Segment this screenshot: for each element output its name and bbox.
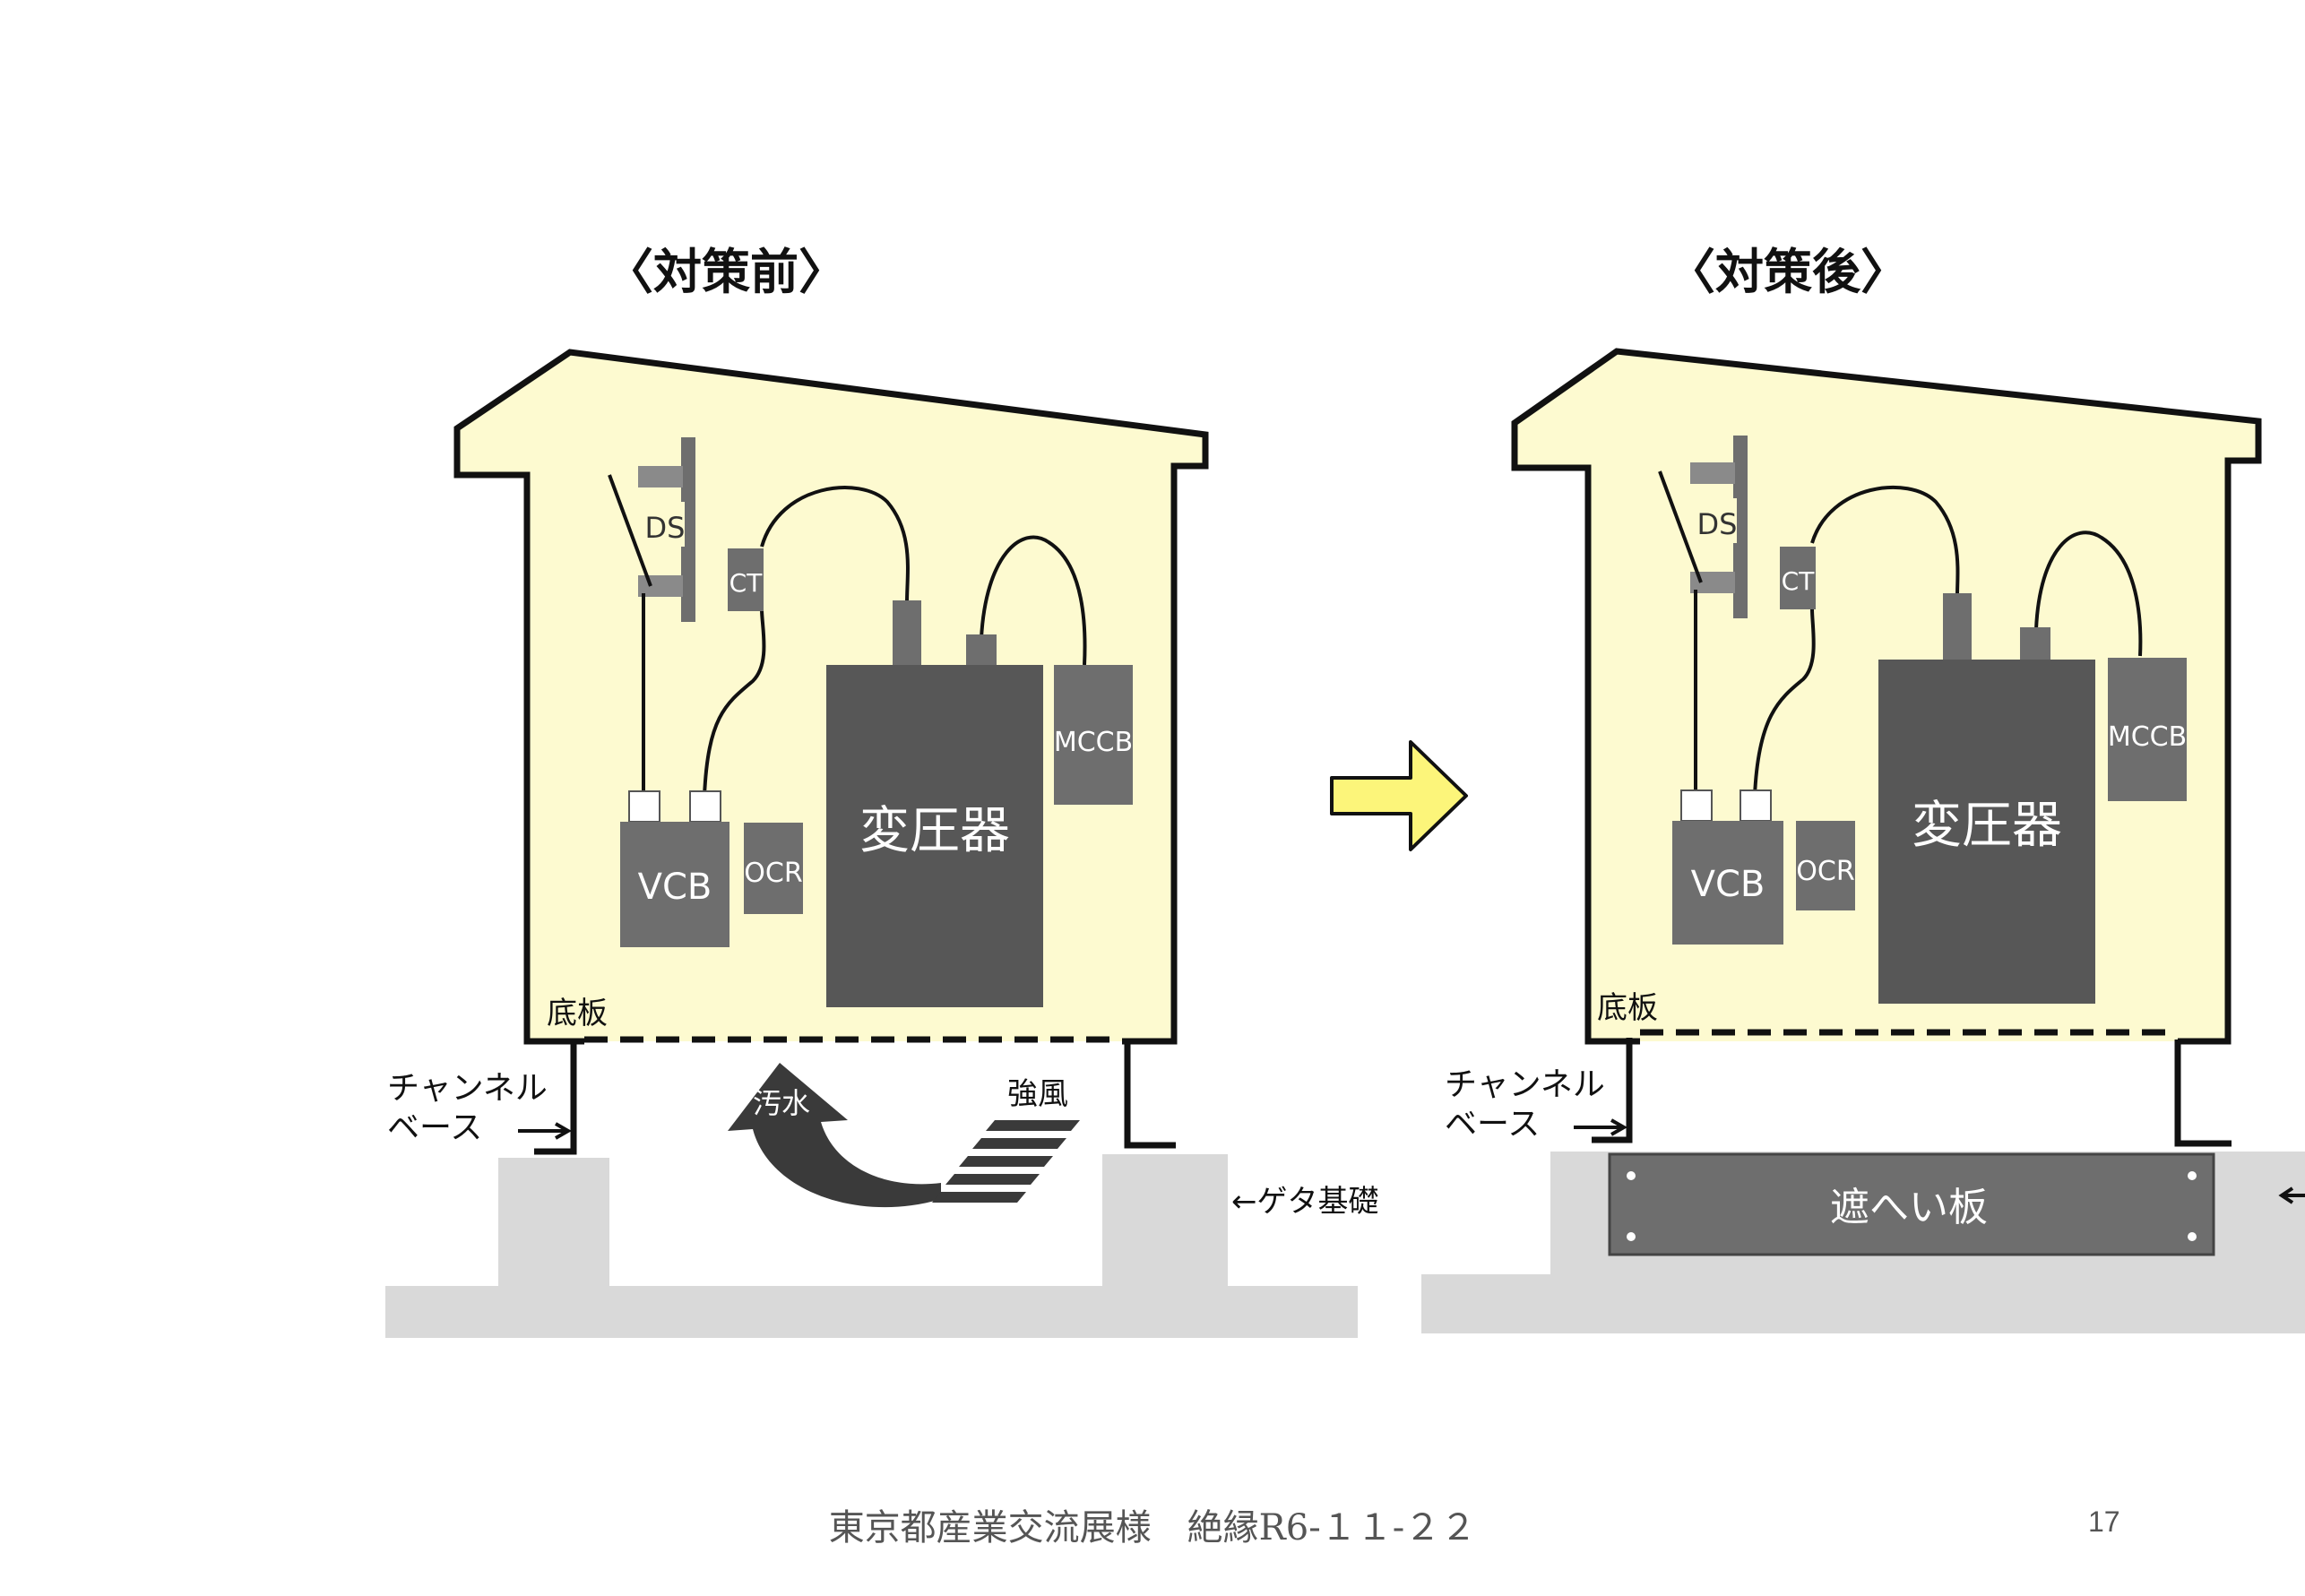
before-ds-blade bbox=[608, 474, 652, 587]
before-vcb-label: VCB bbox=[638, 867, 712, 908]
before-mccb-box bbox=[1054, 665, 1133, 805]
before-ocr-label: OCR bbox=[744, 858, 802, 889]
before-transformer-bushing-1 bbox=[893, 600, 921, 665]
before-channel-base-left bbox=[534, 1044, 577, 1155]
after-wire-transformer-mccb bbox=[2034, 531, 2143, 657]
before-ct-label: CT bbox=[729, 568, 764, 598]
before-vcb-terminal-2 bbox=[689, 790, 721, 823]
after-mccb-box bbox=[2108, 658, 2187, 801]
after-diagram: 〈対策後〉 遮へい板 DS CT VCB OCR bbox=[1421, 244, 2305, 1333]
before-wire-ct-transformer bbox=[760, 486, 910, 603]
after-ds-label: DS bbox=[1697, 507, 1738, 541]
before-vcb-box bbox=[620, 822, 729, 947]
before-ocr-box bbox=[744, 823, 803, 914]
before-channel-base-label-2: ベース bbox=[387, 1109, 482, 1146]
before-transformer-label: 変圧器 bbox=[859, 802, 1010, 860]
before-foundation-left bbox=[498, 1158, 609, 1288]
after-shield-plate-label: 遮へい板 bbox=[1830, 1185, 1988, 1230]
after-vcb-terminal-1 bbox=[1680, 789, 1713, 822]
after-transformer-bushing-2 bbox=[2020, 627, 2050, 660]
footer-text: 東京都産業交流展様 絶縁R6-１１-２２ bbox=[828, 1507, 1477, 1549]
after-ground bbox=[1421, 1274, 2305, 1333]
before-title: 〈対策前〉 bbox=[605, 244, 847, 300]
after-floor-plate-label: 底板 bbox=[1597, 990, 1658, 1026]
before-channel-base-right bbox=[1124, 1044, 1176, 1149]
after-wire-ct-transformer bbox=[1810, 485, 1960, 596]
before-diagram: 〈対策前〉 DS CT VCB OCR 変 bbox=[385, 244, 1379, 1338]
after-mccb-label: MCCB bbox=[2108, 721, 2187, 753]
after-transformer-bushing-1 bbox=[1943, 593, 1972, 660]
after-shield-bolt-2 bbox=[2188, 1171, 2197, 1180]
after-shield-bolt-3 bbox=[1627, 1232, 1636, 1241]
after-ct-label: CT bbox=[1782, 566, 1816, 596]
after-geta-foundation-arrow-partial bbox=[2278, 1186, 2305, 1204]
before-geta-foundation-label: ←ゲタ基礎 bbox=[1231, 1184, 1379, 1220]
after-ct-box bbox=[1780, 547, 1816, 609]
after-ds-bar bbox=[1733, 436, 1748, 618]
after-ds-blade bbox=[1658, 470, 1703, 583]
after-shield-plate bbox=[1608, 1152, 2215, 1256]
after-shield-bolt-1 bbox=[1627, 1171, 1636, 1180]
after-channel-base-label-1: チャンネル bbox=[1445, 1066, 1605, 1103]
before-dirty-water-label: 汚水 bbox=[753, 1086, 810, 1120]
before-ct-box bbox=[728, 548, 764, 611]
before-ground bbox=[385, 1286, 1358, 1338]
after-vcb-label: VCB bbox=[1691, 864, 1765, 905]
before-channel-base-arrow bbox=[518, 1122, 573, 1140]
before-vcb-terminal-1 bbox=[628, 790, 660, 823]
after-ds-terminal-top bbox=[1690, 462, 1735, 484]
after-wire-ct-vcb bbox=[1753, 608, 1816, 797]
before-mccb-label: MCCB bbox=[1054, 727, 1133, 758]
before-dirty-water-arrow bbox=[728, 1063, 941, 1208]
after-ds-label-bg bbox=[1699, 498, 1737, 543]
after-vcb-terminal-2 bbox=[1740, 789, 1772, 822]
before-strong-wind-stripes bbox=[932, 1120, 1080, 1203]
before-ds-label: DS bbox=[645, 511, 686, 545]
after-vcb-box bbox=[1672, 821, 1783, 945]
after-transformer-label: 変圧器 bbox=[1912, 797, 2062, 855]
before-channel-base-label-1: チャンネル bbox=[387, 1070, 548, 1107]
after-transformer-box bbox=[1878, 660, 2095, 1004]
transition-arrow bbox=[1330, 740, 1468, 851]
after-shield-bolt-4 bbox=[2188, 1232, 2197, 1241]
before-transformer-box bbox=[826, 665, 1043, 1007]
before-transformer-bushing-2 bbox=[966, 634, 997, 667]
after-channel-base-arrow bbox=[1574, 1118, 1628, 1136]
before-ds-label-bg bbox=[647, 502, 685, 547]
before-floor-plate-label: 底板 bbox=[547, 996, 608, 1031]
before-wire-transformer-mccb bbox=[980, 535, 1087, 666]
after-ocr-label: OCR bbox=[1796, 856, 1854, 887]
after-housing-outline bbox=[1511, 348, 2262, 1045]
after-channel-base-label-2: ベース bbox=[1445, 1106, 1540, 1143]
before-ds-terminal-bottom bbox=[638, 575, 683, 597]
before-strong-wind-label: 強風 bbox=[1007, 1076, 1068, 1112]
before-ds-bar bbox=[681, 437, 695, 622]
before-foundation-right bbox=[1102, 1154, 1228, 1288]
after-channel-base-right bbox=[2174, 1040, 2232, 1147]
after-channel-base-left bbox=[1592, 1038, 1633, 1143]
before-ds-terminal-top bbox=[638, 466, 683, 487]
after-title: 〈対策後〉 bbox=[1667, 244, 1909, 300]
page-number: 17 bbox=[2088, 1505, 2120, 1538]
before-wire-ct-vcb bbox=[703, 608, 766, 797]
before-housing-outline bbox=[453, 349, 1209, 1045]
after-ocr-box bbox=[1796, 821, 1855, 910]
